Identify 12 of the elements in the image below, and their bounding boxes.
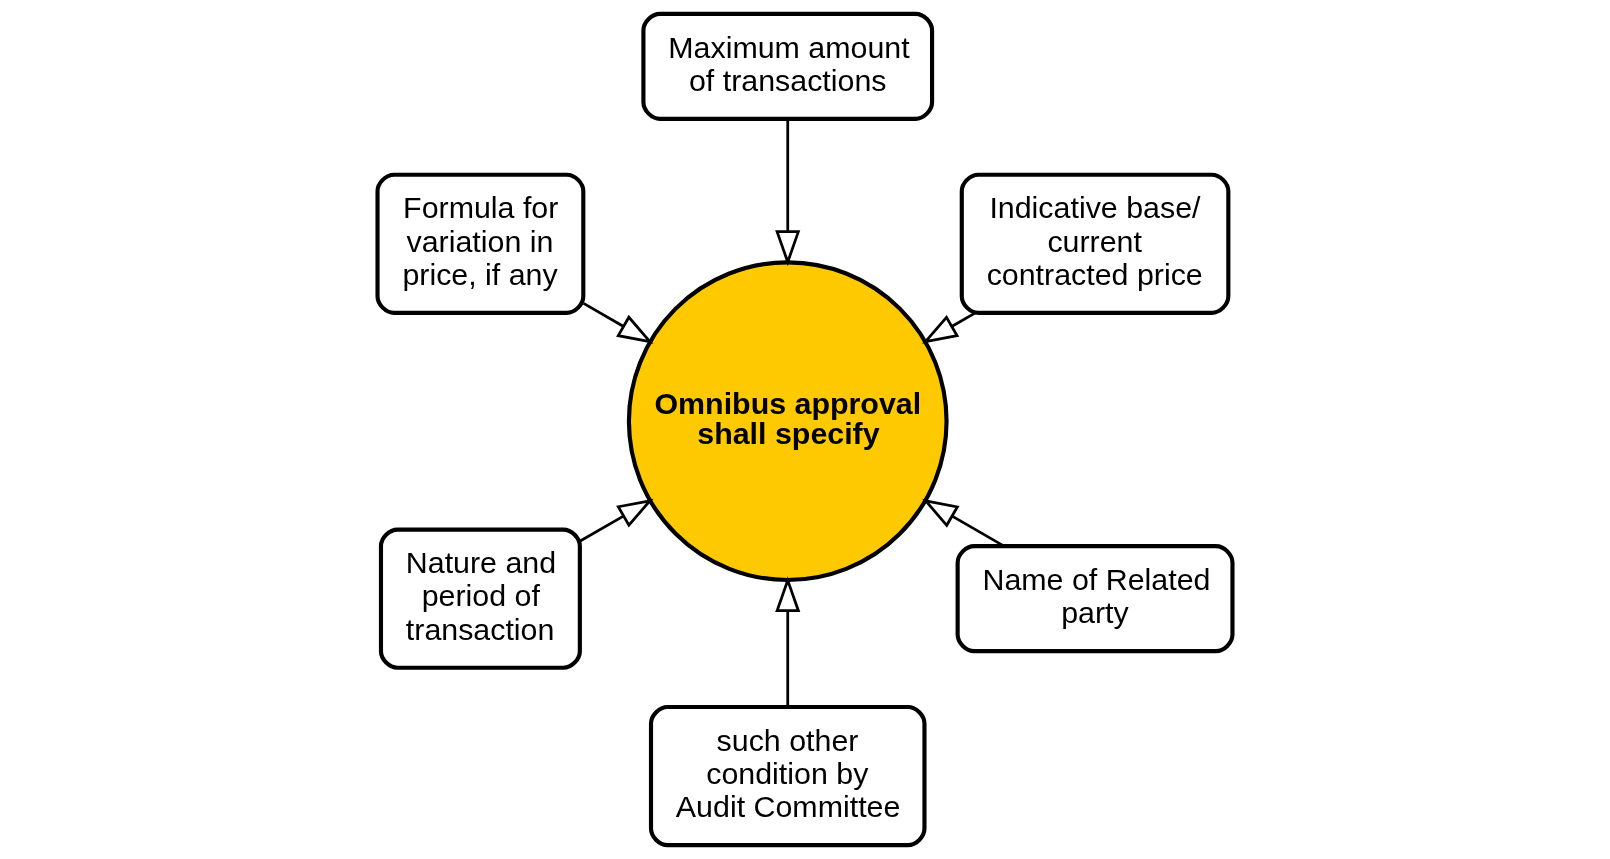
node-box: Nature and period of transaction	[378, 527, 582, 670]
arrow	[921, 311, 977, 344]
arrow	[775, 119, 801, 267]
arrow	[775, 576, 801, 707]
node-box: such other condition by Audit Committee	[648, 704, 927, 848]
node-circle: Omnibus approval shall specify	[626, 260, 949, 583]
node-box: Indicative base/ current contracted price	[959, 172, 1231, 315]
node-box: Maximum amount of transactions	[641, 11, 935, 121]
node-box: Formula for variation in price, if any	[375, 172, 586, 315]
arrow	[582, 302, 654, 344]
node-box: Name of Related party	[955, 544, 1235, 654]
arrow	[579, 498, 654, 543]
